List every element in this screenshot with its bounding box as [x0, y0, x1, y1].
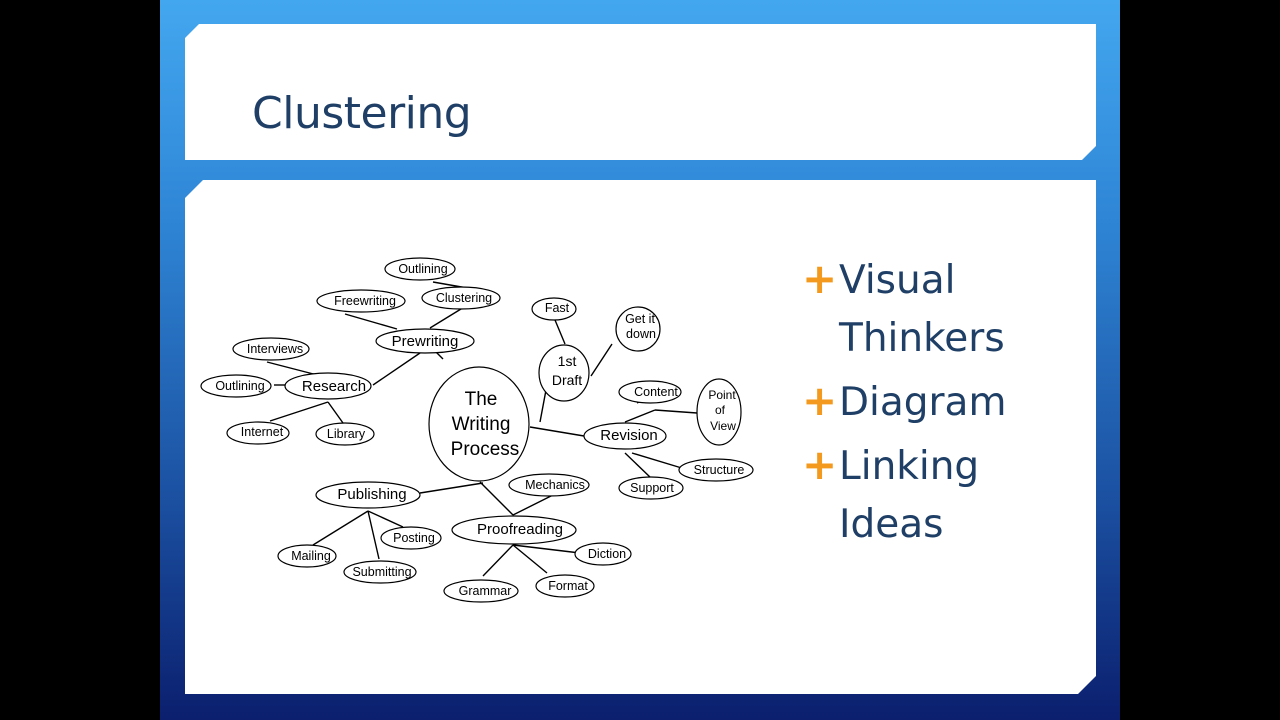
clustering-label: Clustering — [436, 291, 492, 305]
point-of-view-label-line-3: View — [710, 419, 736, 433]
node-proofreading — [452, 516, 576, 544]
node-support — [619, 477, 683, 499]
writing-process-cluster-diagram: The Writing Process Prewriting Outlining… — [185, 180, 1096, 694]
support-label: Support — [630, 481, 674, 495]
node-fast — [532, 298, 576, 320]
internet-label: Internet — [241, 425, 284, 439]
center-label-line-3: Process — [451, 439, 520, 460]
publishing-label: Publishing — [337, 486, 406, 503]
content-label: Content — [634, 385, 678, 399]
research-label: Research — [302, 378, 366, 395]
node-content — [619, 381, 681, 403]
node-mechanics — [509, 474, 589, 496]
structure-label: Structure — [694, 463, 745, 477]
bullet-item: + Linking Ideas — [805, 438, 1085, 554]
outlining-top-label: Outlining — [398, 262, 447, 276]
point-of-view-label-line-2: of — [715, 403, 726, 417]
bullet-text: Visual Thinkers — [839, 258, 1005, 361]
node-get-it-down — [616, 307, 660, 351]
node-research — [285, 373, 371, 399]
submitting-label: Submitting — [352, 565, 411, 579]
prewriting-label: Prewriting — [392, 333, 459, 350]
plus-icon: + — [802, 376, 838, 425]
plus-icon: + — [802, 254, 838, 303]
node-format — [536, 575, 594, 597]
first-draft-label-line-2: Draft — [552, 372, 582, 388]
node-internet — [227, 422, 289, 444]
proofreading-label: Proofreading — [477, 521, 563, 538]
revision-label: Revision — [600, 427, 658, 444]
bullet-list: + Visual Thinkers + Diagram + Linking Id… — [805, 252, 1085, 560]
node-outlining-left — [201, 375, 271, 397]
node-center — [429, 367, 529, 481]
first-draft-label-line-1: 1st — [558, 353, 577, 369]
node-mailing — [278, 545, 336, 567]
library-label: Library — [327, 427, 366, 441]
node-library — [316, 423, 374, 445]
grammar-label: Grammar — [459, 584, 512, 598]
plus-icon: + — [802, 440, 838, 489]
cluster-labels: The Writing Process Prewriting Outlining… — [215, 262, 744, 598]
center-label-line-1: The — [465, 389, 498, 410]
node-submitting — [344, 561, 416, 583]
node-first-draft — [539, 345, 589, 401]
point-of-view-label-line-1: Point — [708, 388, 736, 402]
freewriting-label: Freewriting — [334, 294, 396, 308]
get-it-down-label-line-2: down — [626, 327, 656, 341]
node-interviews — [233, 338, 309, 360]
mechanics-label: Mechanics — [525, 478, 585, 492]
mailing-label: Mailing — [291, 549, 331, 563]
bullet-item: + Diagram — [805, 374, 1085, 432]
interviews-label: Interviews — [247, 342, 303, 356]
node-prewriting — [376, 329, 474, 353]
node-outlining-top — [385, 258, 455, 280]
node-publishing — [316, 482, 420, 508]
outlining-left-label: Outlining — [215, 379, 264, 393]
format-label: Format — [548, 579, 588, 593]
connector-lines — [267, 282, 697, 576]
fast-label: Fast — [545, 301, 570, 315]
bullet-text: Diagram — [839, 380, 1007, 425]
node-clustering — [422, 287, 500, 309]
bullet-text: Linking Ideas — [839, 444, 980, 547]
get-it-down-label-line-1: Get it — [625, 312, 655, 326]
content-panel: The Writing Process Prewriting Outlining… — [185, 180, 1096, 694]
center-label-line-2: Writing — [452, 414, 511, 435]
node-grammar — [444, 580, 518, 602]
slide-title: Clustering — [252, 88, 472, 139]
diction-label: Diction — [588, 547, 626, 561]
posting-label: Posting — [393, 531, 435, 545]
title-panel: Clustering — [185, 24, 1096, 160]
node-diction — [575, 543, 631, 565]
slide: Clustering — [160, 0, 1120, 720]
node-point-of-view — [697, 379, 741, 445]
node-revision — [584, 423, 666, 449]
bullet-item: + Visual Thinkers — [805, 252, 1085, 368]
node-freewriting — [317, 290, 405, 312]
node-structure — [679, 459, 753, 481]
cluster-nodes — [201, 258, 753, 602]
node-posting — [381, 527, 441, 549]
